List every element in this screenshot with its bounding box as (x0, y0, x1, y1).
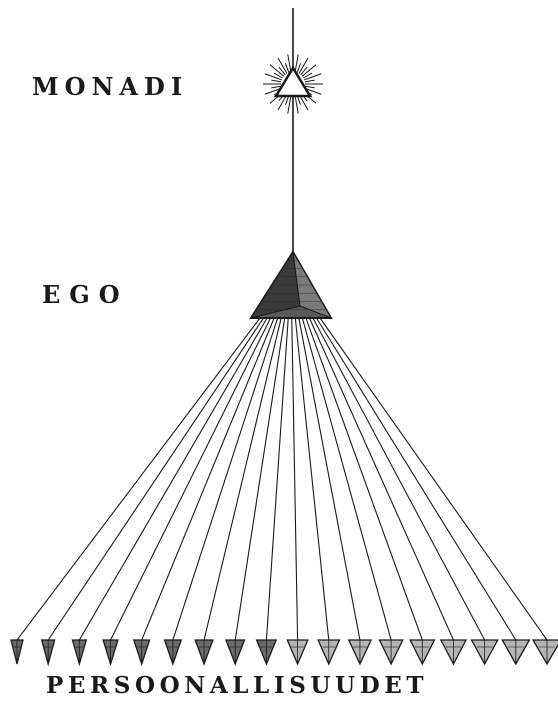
personality-pyramid (533, 640, 558, 664)
personality-pyramid (226, 640, 245, 664)
personality-pyramid (410, 640, 434, 664)
ego-personality-line (292, 318, 298, 640)
personalities-label: PERSOONALLISUUDET (46, 672, 428, 699)
ego-personality-line (79, 318, 267, 640)
personality-pyramid (42, 640, 55, 664)
personality-pyramid (195, 640, 213, 664)
personality-pyramid (502, 640, 529, 664)
monad-ray (271, 80, 281, 82)
monad-ray (265, 74, 282, 80)
personality-pyramid (257, 640, 277, 664)
personality-pyramid (103, 640, 118, 664)
ego-personality-line (173, 318, 278, 640)
personality-pyramid (134, 640, 150, 664)
ego-personality-line (309, 318, 453, 640)
personality-pyramid (441, 640, 466, 664)
ego-personality-line (299, 318, 360, 640)
ego-personality-line (142, 318, 274, 640)
personality-pyramid (165, 640, 182, 664)
ego-personality-line (48, 318, 263, 640)
ego-personality-line (111, 318, 271, 640)
monad-ray (304, 74, 321, 80)
ego-personality-line (17, 318, 260, 640)
ego-label: EGO (42, 280, 129, 309)
personality-pyramid (472, 640, 498, 664)
personality-pyramid (379, 640, 402, 664)
ego-personality-line (320, 318, 547, 640)
monadi-label: MONADI (32, 72, 188, 101)
monad-ray (305, 80, 315, 82)
personality-pyramid (349, 640, 371, 664)
personality-pyramid (318, 640, 339, 664)
personality-pyramid (72, 640, 86, 664)
ego-personality-line (313, 318, 485, 640)
personality-pyramid (287, 640, 307, 664)
personality-pyramid-body (533, 640, 558, 664)
personality-pyramid (11, 640, 23, 664)
